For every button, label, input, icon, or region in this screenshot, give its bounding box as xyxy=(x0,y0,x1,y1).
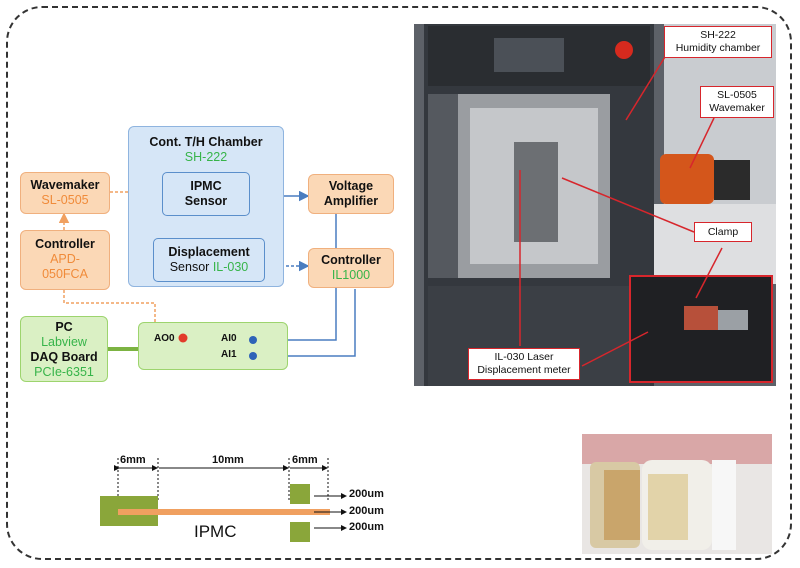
wire-controller-ao0 xyxy=(63,290,156,332)
chamber-model: SH-222 xyxy=(184,150,228,164)
dim-thickness-bot: 200um xyxy=(349,521,384,533)
voltage-amp-line1: Voltage xyxy=(328,179,374,193)
controller-right-box: Controller IL1000 xyxy=(308,248,394,288)
ai0-label: AI0 xyxy=(221,333,237,344)
ao0-label: AO0 xyxy=(154,333,175,344)
callout-chamber-line1: SH-222 xyxy=(700,29,736,41)
pc-line2: Labview xyxy=(41,335,87,349)
right-electrode-top xyxy=(290,484,310,504)
callout-chamber: SH-222 Humidity chamber xyxy=(664,26,772,58)
wavemaker-title: Wavemaker xyxy=(30,178,100,192)
leader-chamber xyxy=(625,51,669,121)
chamber-screen xyxy=(494,38,564,72)
dim-thickness-mid: 200um xyxy=(349,505,384,517)
callout-wave-line2: Wavemaker xyxy=(709,102,765,114)
emergency-stop xyxy=(615,41,633,59)
setup-photo xyxy=(414,24,776,386)
wavemaker-mount xyxy=(714,160,750,200)
displacement-sensor-box: Displacement Sensor IL-030 xyxy=(153,238,265,282)
controller-left-model1: APD- xyxy=(50,252,80,266)
controller-left-model2: 050FCA xyxy=(42,267,88,281)
ipmc-sensor-box: IPMC Sensor xyxy=(162,172,250,216)
pc-line4: PCIe-6351 xyxy=(34,365,94,379)
dim-right-width: 6mm xyxy=(292,454,318,466)
callout-laser-line2: Displacement meter xyxy=(477,364,571,376)
wire-controller-ai1 xyxy=(258,289,356,357)
pc-box: PC Labview DAQ Board PCIe-6351 xyxy=(20,316,108,382)
inset-clamp xyxy=(684,306,718,330)
leader-clamp xyxy=(561,177,695,233)
ai0-port xyxy=(249,336,257,344)
leader-wavemaker xyxy=(689,117,715,169)
controller-right-title: Controller xyxy=(321,253,381,267)
sample-left-face xyxy=(604,470,640,540)
right-electrode-bottom xyxy=(290,522,310,542)
callout-wave-line1: SL-0505 xyxy=(717,89,757,101)
displacement-line2: Sensor xyxy=(169,260,213,274)
callout-clamp-text: Clamp xyxy=(707,226,739,238)
sample-photo xyxy=(582,434,772,554)
setup-photo-drawing xyxy=(414,24,776,386)
ipmc-sensor-line1: IPMC xyxy=(190,179,222,193)
wavemaker-model: SL-0505 xyxy=(41,193,89,207)
sample-edge-piece xyxy=(712,460,736,550)
pc-line3: DAQ Board xyxy=(30,350,98,364)
ai1-port xyxy=(249,352,257,360)
callout-wavemaker: SL-0505 Wavemaker xyxy=(700,86,774,118)
dim-middle-width: 10mm xyxy=(212,454,244,466)
pc-line1: PC xyxy=(55,320,73,334)
ipmc-label: IPMC xyxy=(194,522,237,541)
ipmc-strip xyxy=(118,509,330,515)
ai1-label: AI1 xyxy=(221,349,237,360)
inset-part xyxy=(718,310,748,330)
chamber-title: Cont. T/H Chamber xyxy=(149,135,263,149)
dashed-frame xyxy=(6,6,792,560)
voltage-amp-line2: Amplifier xyxy=(323,194,379,208)
callout-laser-line1: IL-030 Laser xyxy=(494,351,554,363)
leader-clamp-inset xyxy=(695,247,723,299)
ipmc-sensor-line2: Sensor xyxy=(184,194,228,208)
leader-laser-inset xyxy=(581,331,649,367)
voltage-amplifier-box: Voltage Amplifier xyxy=(308,174,394,214)
daq-board-box xyxy=(138,322,288,370)
controller-left-title: Controller xyxy=(35,237,95,251)
callout-clamp: Clamp xyxy=(694,222,752,242)
displacement-line1: Displacement xyxy=(168,245,250,259)
wavemaker-box: Wavemaker SL-0505 xyxy=(20,172,110,214)
dim-thickness-top: 200um xyxy=(349,488,384,500)
sensor-fixture xyxy=(514,142,558,242)
wavemaker-body xyxy=(660,154,714,204)
controller-right-model: IL1000 xyxy=(331,268,371,282)
sample-photo-drawing xyxy=(582,434,772,554)
sample-right-face xyxy=(648,474,688,540)
callout-chamber-line2: Humidity chamber xyxy=(675,42,761,54)
controller-left-box: Controller APD- 050FCA xyxy=(20,230,110,290)
sample-top-edge xyxy=(582,434,772,464)
displacement-model: IL-030 xyxy=(212,260,249,274)
callout-laser: IL-030 Laser Displacement meter xyxy=(468,348,580,380)
chamber-door xyxy=(428,94,458,278)
dim-left-width: 6mm xyxy=(120,454,146,466)
ao0-port xyxy=(178,333,188,343)
